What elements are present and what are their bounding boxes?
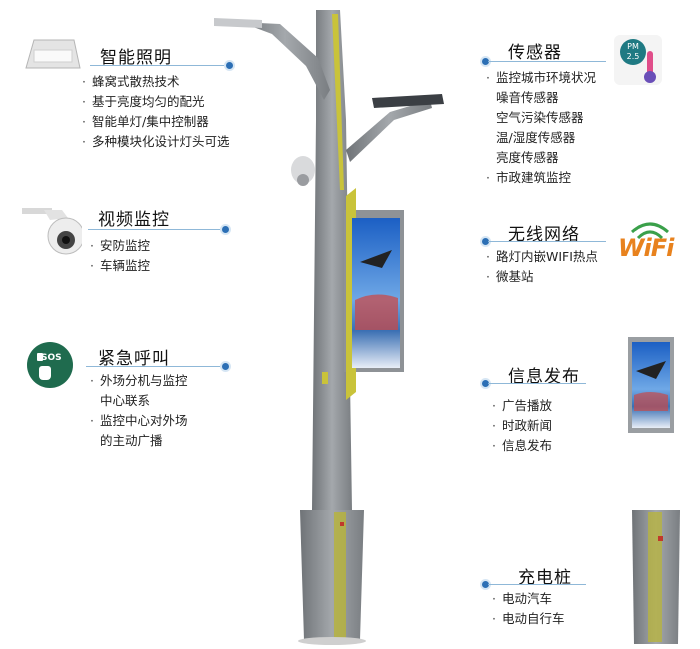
list-item: ·安防监控 [90,238,151,253]
section-connector-dot [482,58,489,65]
section-connector-line [90,65,232,66]
section-connector-line [488,61,606,62]
smart-lighting-list: ·蜂窝式散热技术 ·基于亮度均匀的配光 ·智能单灯/集中控制器 ·多种模块化设计… [82,72,230,152]
list-item: ·信息发布 [492,438,553,453]
section-connector-dot [482,238,489,245]
list-item: ·时政新闻 [492,418,553,433]
section-title-sensors: 传感器 [508,43,562,63]
section-connector-line [488,383,586,384]
list-item: ·电动自行车 [492,611,565,626]
info-display-illustration [628,337,674,433]
section-connector-dot [482,581,489,588]
button-glyph [37,353,43,361]
street-light-fixture-icon [25,39,81,69]
list-item: ·基于亮度均匀的配光 [82,94,205,109]
wifi-icon: WiFi [616,218,686,266]
list-item: ·微基站 [486,269,534,284]
list-item: ·监控中心对外场 [90,413,188,428]
section-connector-dot [482,380,489,387]
section-title-info-release: 信息发布 [508,367,580,387]
section-title-video-monitoring: 视频监控 [98,210,170,230]
section-connector-line [88,229,228,230]
charging-list: ·电动汽车 ·电动自行车 [492,589,565,629]
wifi-label: WiFi [618,234,674,262]
list-item: 空气污染传感器 [496,110,584,125]
list-item: 温/湿度传感器 [496,130,576,145]
section-title-emergency-call: 紧急呼叫 [98,349,170,369]
info-release-list: ·广告播放 ·时政新闻 ·信息发布 [492,396,552,456]
wireless-list: ·路灯内嵌WIFI热点 ·微基站 [486,247,598,287]
emergency-call-list: ·外场分机与监控 中心联系 ·监控中心对外场 的主动广播 [90,371,188,451]
thermometer-bulb [644,71,656,83]
section-connector-dot [222,226,229,233]
section-title-smart-lighting: 智能照明 [100,48,172,68]
list-item: ·广告播放 [492,398,553,413]
hand-glyph [39,366,51,380]
section-connector-line [86,366,226,367]
video-monitoring-list: ·安防监控 ·车辆监控 [90,236,150,276]
list-item: ·路灯内嵌WIFI热点 [486,249,598,264]
list-item: ·市政建筑监控 [486,170,572,185]
section-connector-dot [222,363,229,370]
list-item: ·电动汽车 [492,591,553,606]
list-item: 亮度传感器 [496,150,559,165]
sos-icon: SOS [27,342,73,388]
sensors-list: ·监控城市环境状况 噪音传感器 空气污染传感器 温/湿度传感器 亮度传感器 ·市… [486,68,596,188]
section-connector-line [488,241,606,242]
list-item: ·蜂窝式散热技术 [82,74,180,89]
list-item: ·智能单灯/集中控制器 [82,114,209,129]
section-title-charging: 充电桩 [518,568,572,588]
section-connector-line [488,584,586,585]
wifi-signal-arcs [631,222,669,240]
sos-icon-label: SOS [41,353,62,363]
list-item: 的主动广播 [100,433,163,448]
thermometer-glyph [647,51,653,75]
pm25-sensor-icon: PM 2.5 [614,35,662,85]
list-item: ·多种模块化设计灯头可选 [82,134,230,149]
list-item: ·监控城市环境状况 [486,70,597,85]
section-title-wireless: 无线网络 [508,225,580,245]
list-item: 中心联系 [100,393,151,408]
pole-body [214,10,444,645]
list-item: 噪音传感器 [496,90,559,105]
dome-camera-icon [22,208,82,255]
pm-line1: PM [627,42,639,51]
pm-line2: 2.5 [626,52,640,61]
charging-pile-illustration [632,510,680,644]
section-connector-dot [226,62,233,69]
list-item: ·外场分机与监控 [90,373,188,388]
list-item: ·车辆监控 [90,258,151,273]
pm-circle: PM 2.5 [620,39,646,65]
